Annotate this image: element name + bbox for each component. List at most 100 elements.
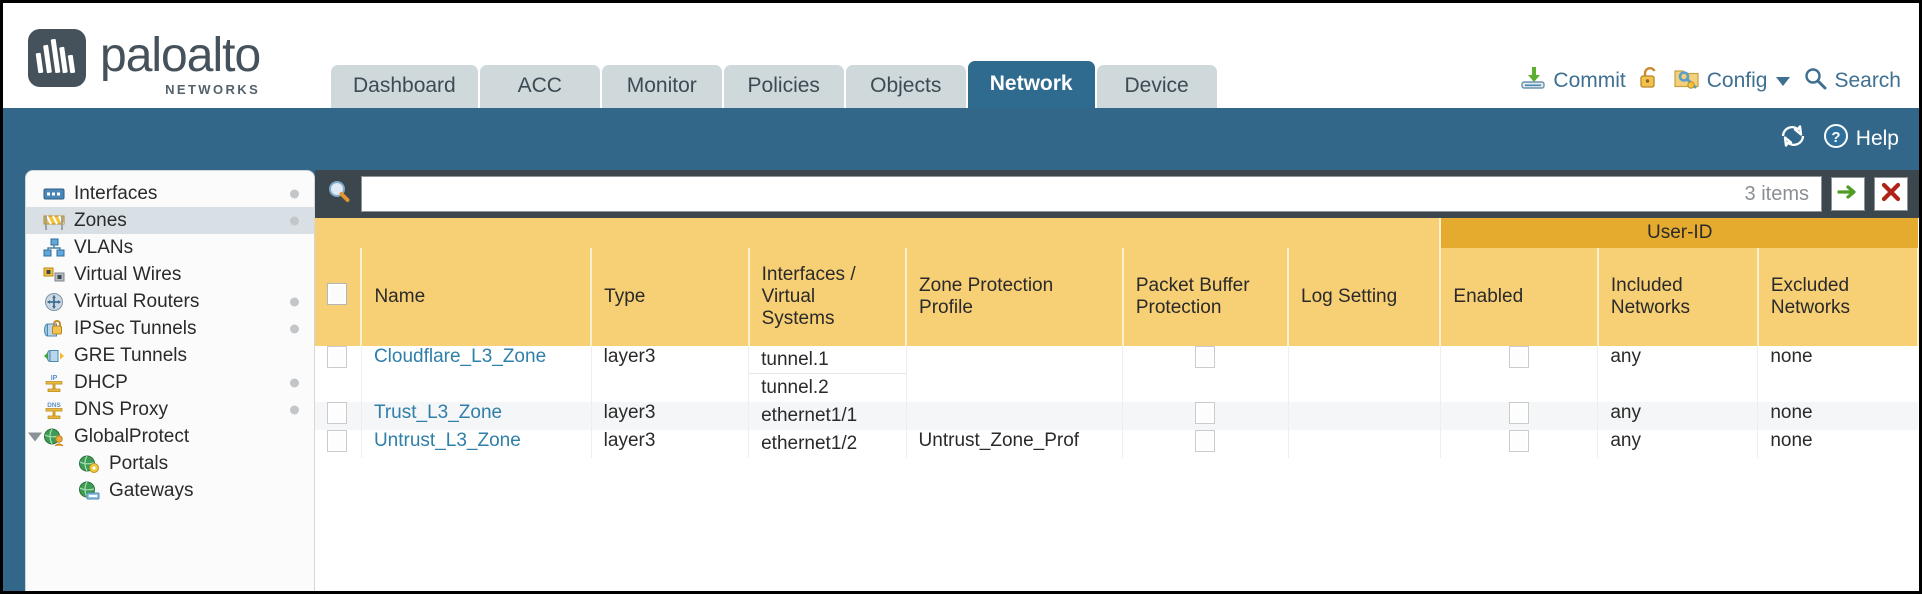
userid-enabled-cell[interactable] (1440, 402, 1599, 430)
sidebar-item-portals[interactable]: Portals (26, 450, 314, 477)
sidebar-item-gre-tunnels[interactable]: GRE Tunnels (26, 342, 314, 369)
dhcp-icon: IP (43, 373, 65, 393)
column-header-zone-protection-profile[interactable]: Zone Protection Profile (906, 248, 1124, 346)
tab-policies[interactable]: Policies (723, 65, 844, 108)
sidebar-item-label: GRE Tunnels (74, 344, 187, 366)
sidebar-item-gateways[interactable]: Gateways (26, 477, 314, 504)
row-select-checkbox[interactable] (327, 430, 347, 452)
row-select-cell[interactable] (315, 346, 362, 402)
tab-acc[interactable]: ACC (479, 65, 600, 108)
paloalto-logo-mark (28, 29, 86, 87)
tab-network[interactable]: Network (967, 61, 1095, 108)
zone-type-cell: layer3 (591, 402, 750, 430)
apply-filter-button[interactable] (1831, 177, 1865, 211)
packet-buffer-protection-checkbox[interactable] (1195, 430, 1216, 452)
sidebar-item-interfaces[interactable]: Interfaces (26, 180, 314, 207)
commit-button[interactable]: Commit (1520, 66, 1626, 96)
userid-enabled-checkbox[interactable] (1509, 346, 1530, 368)
row-select-cell[interactable] (315, 402, 362, 430)
config-key-icon (1674, 66, 1700, 96)
help-button[interactable]: ? Help (1823, 123, 1899, 155)
clear-filter-button[interactable] (1874, 177, 1908, 211)
column-header-interfaces-virtual-systems[interactable]: Interfaces / Virtual Systems (748, 248, 908, 346)
row-select-checkbox[interactable] (327, 346, 347, 368)
refresh-button[interactable] (1779, 123, 1807, 155)
sidebar-item-status-dot (290, 297, 299, 306)
packet-buffer-protection-checkbox[interactable] (1195, 402, 1216, 424)
column-header-enabled[interactable]: Enabled (1440, 248, 1599, 346)
svg-text:IP: IP (51, 375, 58, 382)
column-header-log-setting[interactable]: Log Setting (1288, 248, 1442, 346)
commit-icon (1520, 66, 1546, 96)
magnifier-icon[interactable] (326, 179, 352, 210)
sidebar-item-globalprotect[interactable]: GlobalProtect (26, 423, 314, 450)
packet-buffer-protection-cell[interactable] (1122, 430, 1289, 458)
packet-buffer-protection-cell[interactable] (1122, 402, 1289, 430)
help-label: Help (1855, 127, 1899, 150)
unlock-padlock-button[interactable] (1639, 66, 1661, 96)
packet-buffer-protection-cell[interactable] (1122, 346, 1289, 402)
select-all-checkbox[interactable] (327, 283, 347, 305)
tab-monitor[interactable]: Monitor (601, 65, 722, 108)
search-button[interactable]: Search (1803, 66, 1901, 96)
select-all-header[interactable] (315, 248, 363, 346)
gateways-icon (78, 481, 100, 501)
column-header-included-networks[interactable]: Included Networks (1597, 248, 1759, 346)
column-header-packet-buffer-protection[interactable]: Packet Buffer Protection (1122, 248, 1290, 346)
tab-objects[interactable]: Objects (845, 65, 966, 108)
sidebar-item-ipsec-tunnels[interactable]: IPSec Tunnels (26, 315, 314, 342)
tab-device[interactable]: Device (1096, 65, 1217, 108)
gre-tunnels-icon (43, 346, 65, 366)
column-header-type[interactable]: Type (591, 248, 750, 346)
tab-dashboard[interactable]: Dashboard (331, 65, 478, 108)
unlock-padlock-icon (1639, 66, 1661, 96)
sidebar-item-zones[interactable]: Zones (26, 207, 314, 234)
zone-name-cell[interactable]: Trust_L3_Zone (361, 402, 592, 430)
config-button[interactable]: Config (1674, 66, 1791, 96)
userid-enabled-cell[interactable] (1440, 346, 1599, 402)
ipsec-tunnels-icon (43, 319, 65, 339)
zone-type-cell: layer3 (591, 346, 750, 402)
zone-protection-profile-cell (906, 402, 1124, 430)
included-networks-cell: any (1597, 402, 1759, 430)
userid-group-header: User-ID (1439, 218, 1918, 248)
refresh-icon (1779, 123, 1807, 155)
search-input[interactable]: 3 items (361, 176, 1822, 212)
log-setting-cell (1288, 346, 1441, 402)
zone-name-cell[interactable]: Untrust_L3_Zone (361, 430, 592, 458)
collapse-triangle-icon[interactable] (28, 432, 42, 441)
zone-name-link[interactable]: Trust_L3_Zone (373, 402, 503, 423)
row-select-checkbox[interactable] (327, 402, 347, 424)
zone-name-cell[interactable]: Cloudflare_L3_Zone (361, 346, 592, 402)
sidebar-item-virtual-routers[interactable]: Virtual Routers (26, 288, 314, 315)
column-header-name[interactable]: Name (361, 248, 593, 346)
sidebar-item-label: DNS Proxy (74, 398, 168, 420)
globalprotect-icon (43, 427, 65, 447)
sidebar-item-vlans[interactable]: VLANs (26, 234, 314, 261)
filter-toolbar: 3 items (315, 170, 1919, 218)
userid-enabled-checkbox[interactable] (1509, 430, 1530, 452)
content-panel: 3 items (315, 170, 1919, 591)
sidebar-item-label: Virtual Routers (74, 290, 200, 312)
userid-enabled-checkbox[interactable] (1509, 402, 1530, 424)
zone-name-link[interactable]: Untrust_L3_Zone (373, 430, 521, 451)
userid-enabled-cell[interactable] (1440, 430, 1599, 458)
row-select-cell[interactable] (315, 430, 362, 458)
column-header-excluded-networks[interactable]: Excluded Networks (1757, 248, 1919, 346)
packet-buffer-protection-checkbox[interactable] (1195, 346, 1216, 368)
sidebar-item-virtual-wires[interactable]: Virtual Wires (26, 261, 314, 288)
zone-name-link[interactable]: Cloudflare_L3_Zone (373, 346, 547, 367)
chevron-down-icon[interactable] (1776, 76, 1791, 86)
header-actions: Commit (1520, 66, 1901, 96)
brand-logo: paloalto NETWORKS (28, 29, 261, 97)
